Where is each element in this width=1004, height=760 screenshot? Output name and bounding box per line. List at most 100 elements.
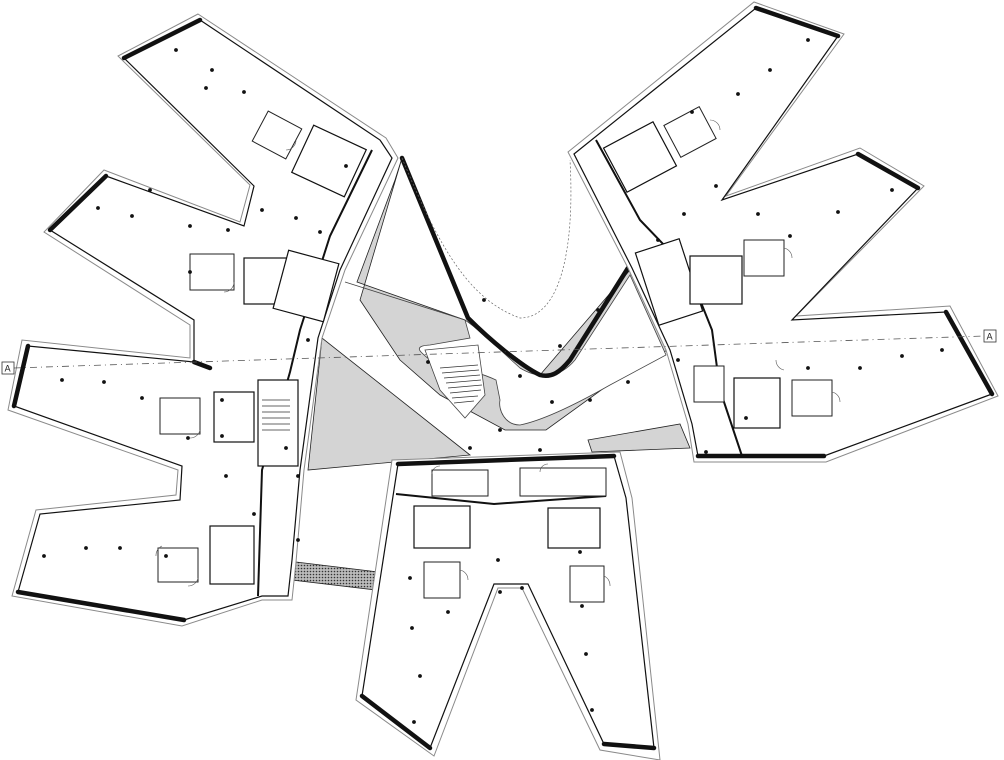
courtyard-right-strip (587, 423, 691, 453)
column-dot (306, 338, 310, 342)
column-dot (656, 238, 660, 242)
bottom-building-walls (361, 455, 655, 749)
right-room-4 (693, 365, 725, 403)
column-dot (412, 720, 416, 724)
left-core-6 (209, 525, 255, 585)
structural-columns (42, 38, 944, 724)
column-dot (174, 48, 178, 52)
bottom-building-core-wall (395, 493, 607, 506)
column-dot (226, 228, 230, 232)
bottom-building-glazing-1 (359, 693, 433, 751)
column-dot (118, 546, 122, 550)
column-dot (408, 576, 412, 580)
column-dot (520, 586, 524, 590)
right-core-1 (602, 120, 678, 194)
column-dot (260, 208, 264, 212)
column-dot (468, 446, 472, 450)
right-room-1 (663, 106, 717, 158)
column-dot (900, 354, 904, 358)
column-dot (682, 212, 686, 216)
right-building-walls (573, 7, 993, 457)
column-dot (224, 474, 228, 478)
column-dot (188, 224, 192, 228)
column-dot (890, 188, 894, 192)
column-dot (482, 298, 486, 302)
column-dot (690, 110, 694, 114)
column-dot (252, 512, 256, 516)
column-dot (296, 538, 300, 542)
section-marker-left: A (1, 361, 15, 375)
section-marker-right-label: A (987, 333, 994, 343)
column-dot (220, 398, 224, 402)
column-dot (426, 360, 430, 364)
column-dot (60, 378, 64, 382)
section-line (13, 335, 985, 369)
bottom-room-3 (431, 469, 489, 497)
courtyard-stair (424, 344, 486, 419)
right-core-4 (733, 377, 781, 429)
right-room-2 (743, 239, 785, 277)
bottom-building-glazing-3 (395, 453, 617, 467)
column-dot (806, 38, 810, 42)
column-dot (940, 348, 944, 352)
bottom-core-2 (547, 507, 601, 549)
bottom-building-glazing-2 (601, 741, 657, 751)
right-building-glazing-3 (943, 309, 995, 397)
column-dot (590, 708, 594, 712)
column-dot (538, 448, 542, 452)
column-dot (744, 416, 748, 420)
left-building-core-wall (257, 149, 373, 597)
column-dot (596, 308, 600, 312)
column-dot (736, 92, 740, 96)
courtyard-left-area (307, 337, 472, 471)
left-building-glazing-2 (47, 173, 109, 233)
left-core-4 (213, 391, 255, 443)
left-building-glazing-1 (121, 17, 203, 61)
bottom-door-arcs (431, 463, 611, 587)
column-dot (220, 434, 224, 438)
column-dot (768, 68, 772, 72)
left-room-1 (251, 110, 303, 160)
left-building (7, 13, 399, 627)
column-dot (102, 380, 106, 384)
section-marker-left-label: A (5, 365, 12, 375)
column-dot (318, 230, 322, 234)
column-dot (418, 674, 422, 678)
column-dot (140, 396, 144, 400)
column-dot (294, 216, 298, 220)
column-dot (584, 652, 588, 656)
column-dot (42, 554, 46, 558)
right-building-glazing-1 (753, 5, 841, 39)
column-dot (676, 358, 680, 362)
column-dot (188, 270, 192, 274)
column-dot (858, 366, 862, 370)
section-marker-right: A (983, 329, 997, 343)
entrance-ramp (291, 561, 379, 591)
column-dot (96, 206, 100, 210)
column-dot (210, 68, 214, 72)
column-dot (496, 558, 500, 562)
column-dot (242, 90, 246, 94)
left-door-arcs (155, 139, 297, 587)
left-core-5 (257, 379, 299, 467)
column-dot (626, 380, 630, 384)
column-dot (498, 428, 502, 432)
column-dot (344, 164, 348, 168)
left-building-glazing-4 (15, 589, 187, 623)
bottom-room-1 (423, 561, 461, 599)
column-dot (84, 546, 88, 550)
column-dot (446, 610, 450, 614)
left-room-2 (189, 253, 235, 291)
column-dot (550, 400, 554, 404)
column-dot (130, 214, 134, 218)
column-dot (836, 210, 840, 214)
bottom-building (355, 451, 661, 760)
left-core-1 (290, 124, 368, 198)
column-dot (558, 344, 562, 348)
right-building-glazing-2 (855, 151, 921, 191)
courtyard-curved-wall (399, 155, 631, 378)
left-building-glazing-5 (191, 359, 213, 371)
column-dot (788, 234, 792, 238)
left-core-3 (272, 249, 340, 323)
